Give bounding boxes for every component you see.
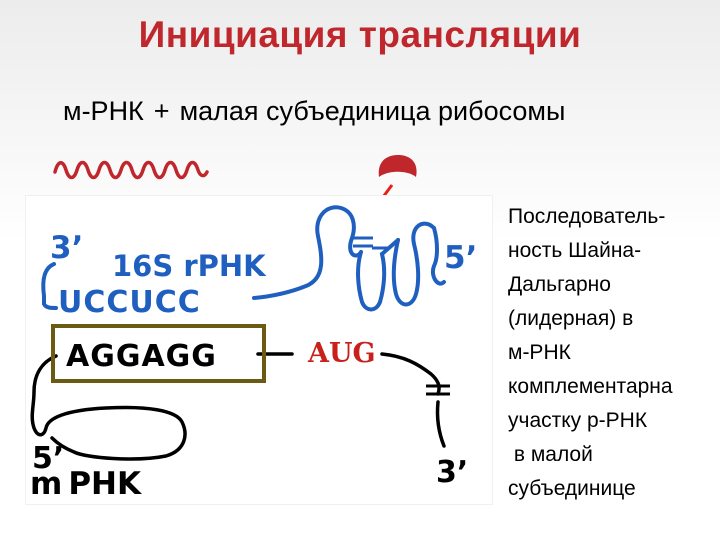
- explanation-line: ность Шайна-: [508, 239, 642, 262]
- explanation-line: м-РНК: [508, 341, 571, 364]
- ribosome-subunit-term: малая субъединица рибосомы: [179, 96, 566, 126]
- slide-title: Инициация трансляции: [138, 14, 582, 55]
- mrna-3prime-label: 3’: [436, 455, 468, 490]
- explanation-text: Последователь- ность Шайна- Дальгарно (л…: [508, 200, 713, 506]
- explanation-line: Последователь-: [508, 205, 666, 228]
- explanation-line: субъединице: [508, 477, 636, 500]
- mrna-name-rest: PHK: [68, 466, 142, 502]
- explanation-line: участку р-РНК: [508, 409, 648, 432]
- binding-diagram: 3’ 16S rPHK 5’ UCCUCC AGGAGG AUG 5’ 3’ m…: [26, 196, 492, 504]
- mrna-5prime-label: 5’: [32, 441, 64, 476]
- explanation-line: Дальгарно: [508, 273, 611, 296]
- ribosome-small-subunit-icon: [378, 155, 417, 177]
- plus-sign: +: [153, 96, 170, 126]
- rrna-name-label: 16S rPHK: [112, 249, 267, 283]
- mrna-shine-dalgarno-sequence: AGGAGG: [66, 339, 217, 374]
- explanation-line: (лидерная) в: [508, 307, 634, 330]
- mrna-codon-ticks: [426, 384, 450, 396]
- mrna-term: м-РНК: [63, 96, 144, 126]
- rrna-base-pairs: [353, 236, 390, 250]
- mrna-name-m: m: [30, 466, 62, 502]
- shine-dalgarno-highlight-box: [51, 324, 266, 383]
- start-codon-label: AUG: [307, 338, 376, 369]
- slide-subtitle: м-РНК + малая субъединица рибосомы: [63, 96, 565, 127]
- rrna-ucc-sequence: UCCUCC: [58, 285, 201, 320]
- explanation-line: в малой: [508, 443, 593, 466]
- rrna-5prime-label: 5’: [444, 240, 477, 276]
- explanation-line: комплементарна: [508, 375, 673, 398]
- mrna-wave-icon: [53, 160, 209, 180]
- rrna-3prime-label: 3’: [50, 230, 83, 266]
